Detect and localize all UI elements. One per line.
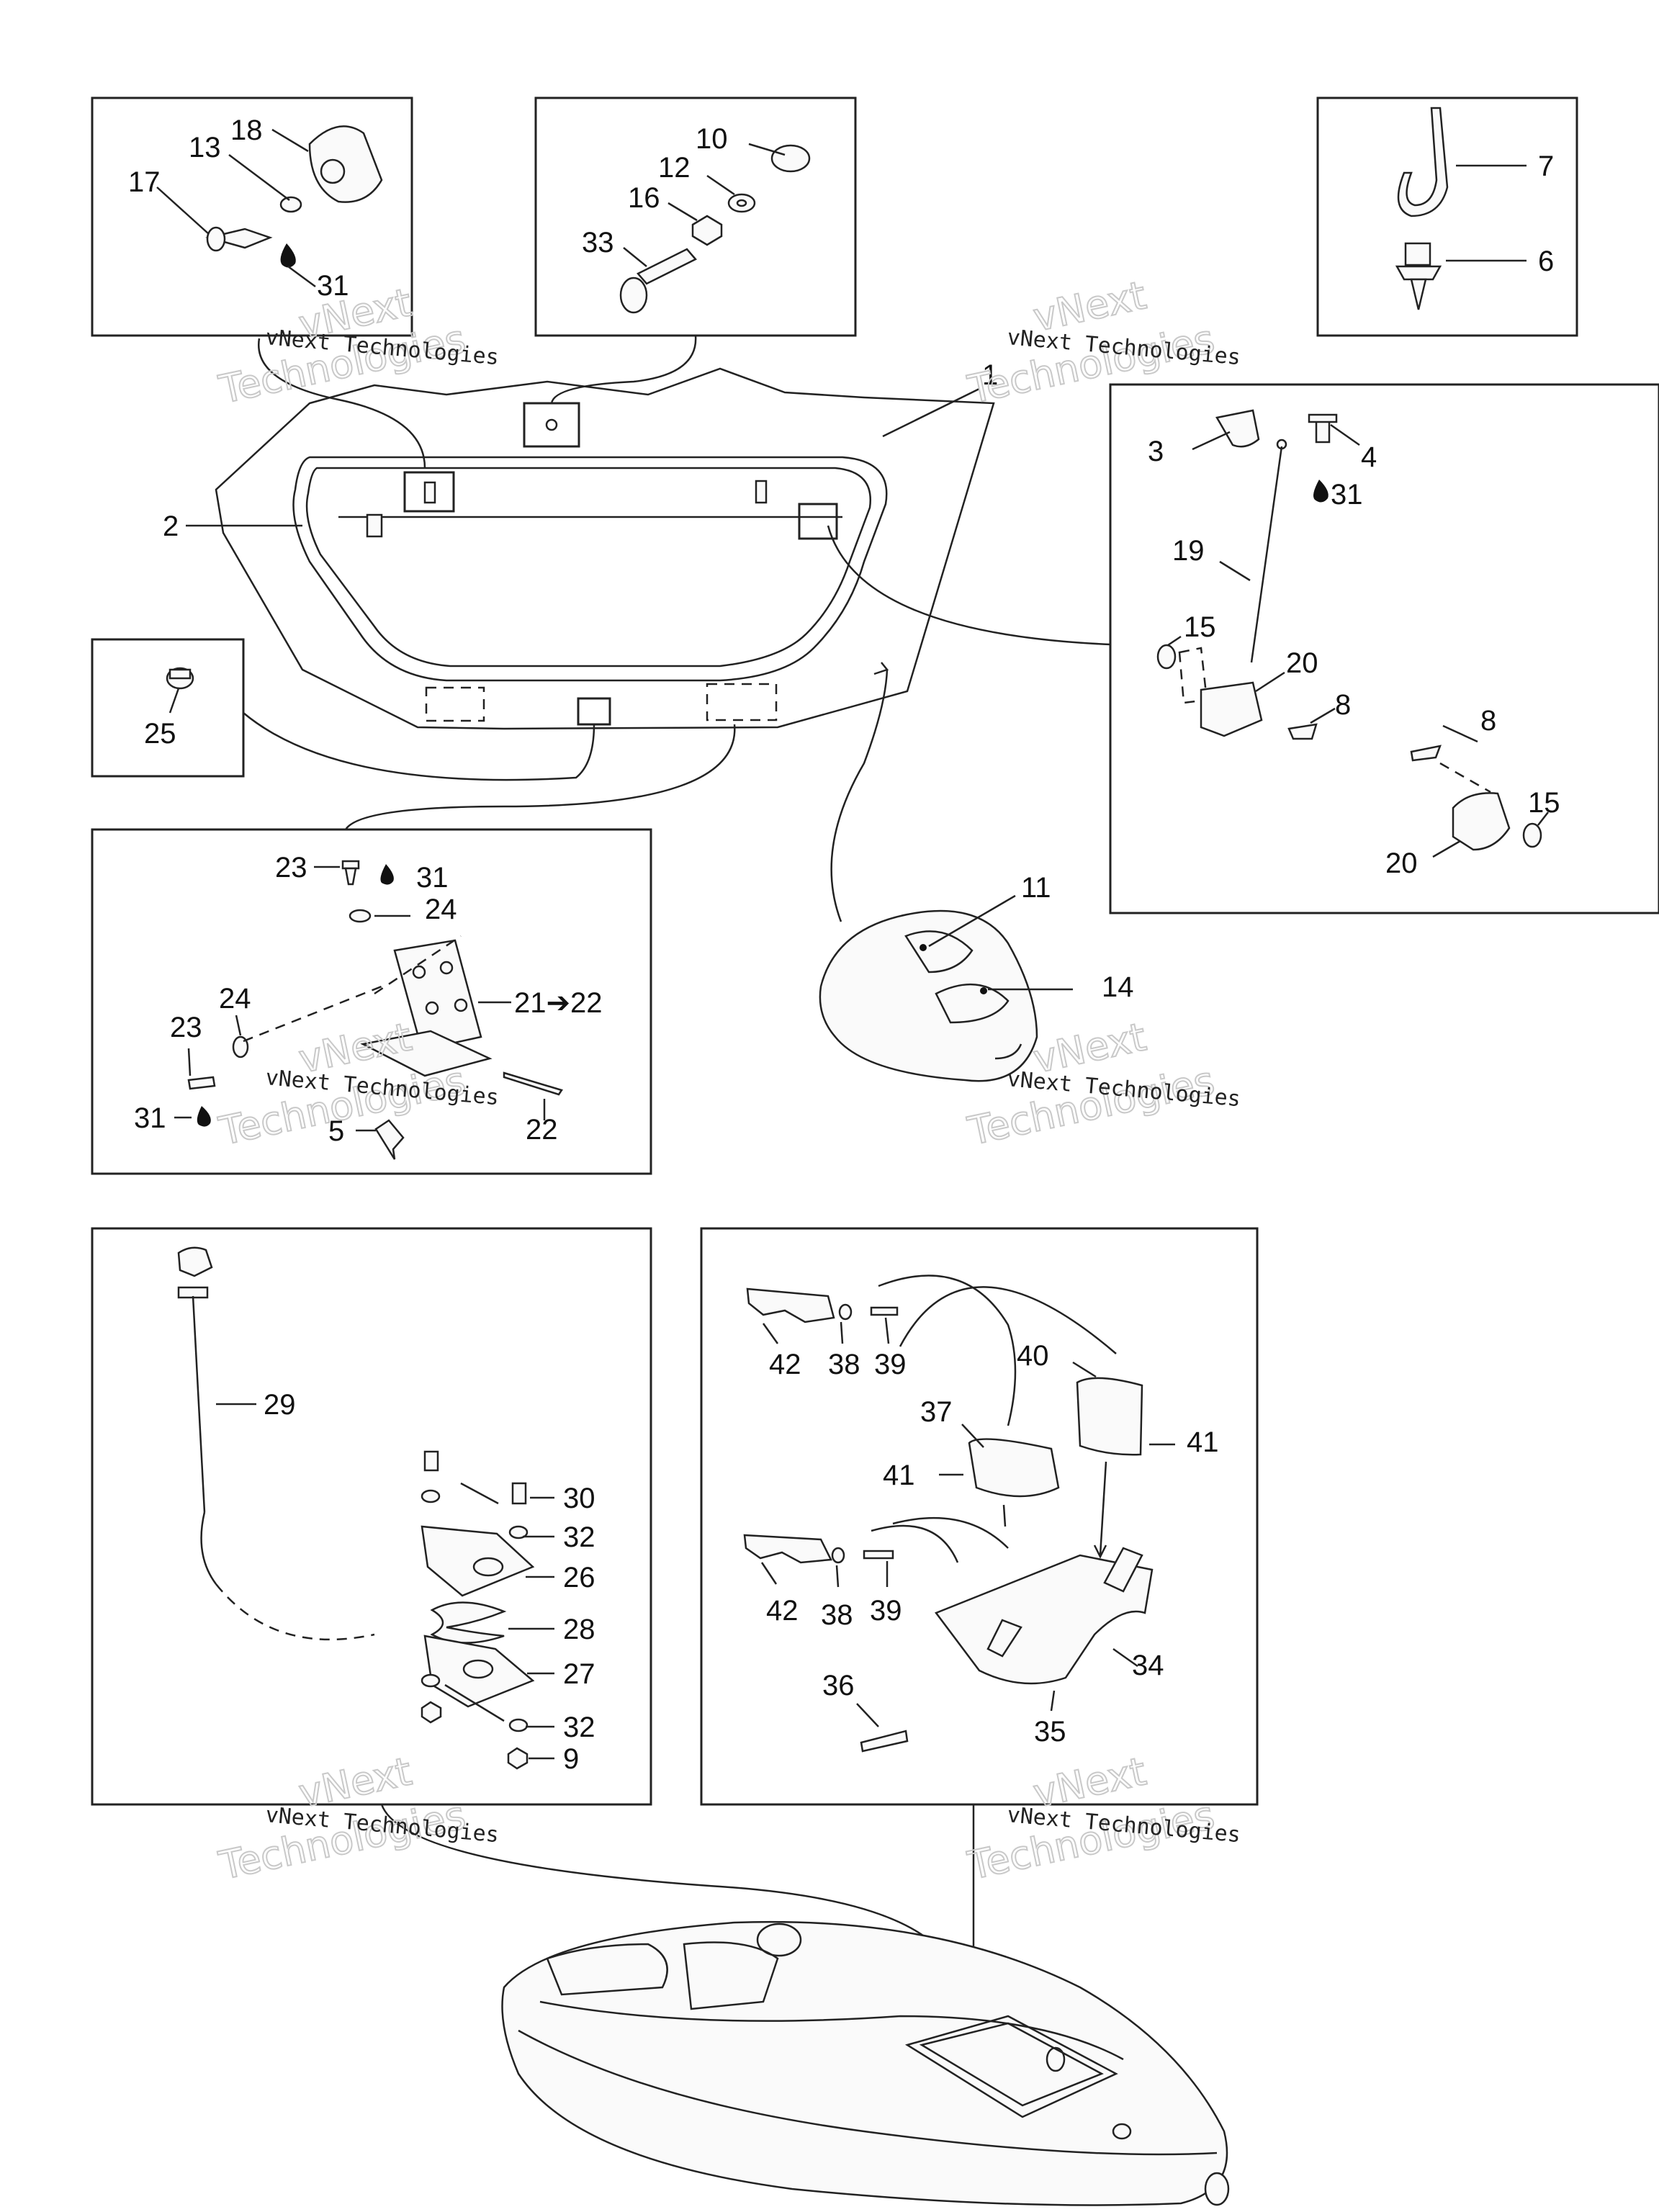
callout-label: 38 bbox=[821, 1599, 853, 1631]
callout-label: 39 bbox=[874, 1349, 907, 1380]
callout-label: 31 bbox=[1331, 479, 1363, 511]
callout-label: 12 bbox=[658, 152, 691, 184]
latch-rod-parts bbox=[177, 1246, 535, 1770]
callout-label: 42 bbox=[766, 1595, 799, 1627]
callout-label: 31 bbox=[134, 1102, 166, 1134]
callout-label: 17 bbox=[128, 166, 161, 198]
callout-label: 7 bbox=[1538, 150, 1554, 182]
callout-label: 32 bbox=[563, 1712, 595, 1743]
bumper-fastener-parts bbox=[619, 144, 811, 314]
callout-label: 38 bbox=[828, 1349, 860, 1380]
callout-label: 11 bbox=[1021, 872, 1051, 904]
callout-label: 23 bbox=[170, 1012, 202, 1043]
callout-label: 5 bbox=[328, 1115, 344, 1147]
gas-spring-parts bbox=[1156, 409, 1542, 851]
callout-label: 16 bbox=[628, 182, 660, 214]
callout-label: 23 bbox=[275, 852, 307, 884]
detail-box-latch-rod bbox=[91, 1227, 652, 1806]
sealant-drop-icon bbox=[280, 243, 296, 268]
plug-part bbox=[166, 667, 194, 690]
sealant-drop-icon bbox=[197, 1106, 211, 1127]
callout-label: 8 bbox=[1335, 689, 1351, 721]
callout-label: 27 bbox=[563, 1658, 595, 1690]
callout-label: 9 bbox=[563, 1743, 579, 1775]
callout-label: 20 bbox=[1385, 848, 1418, 879]
callout-label: 14 bbox=[1102, 971, 1134, 1003]
callout-label: 28 bbox=[563, 1614, 595, 1645]
callout-label: 19 bbox=[1172, 535, 1205, 567]
callout-label: 3 bbox=[1148, 436, 1164, 467]
callout-label: 41 bbox=[883, 1460, 915, 1491]
callout-label: 24 bbox=[425, 894, 457, 925]
callout-label: 40 bbox=[1017, 1340, 1049, 1372]
callout-label: 2 bbox=[163, 511, 179, 542]
callout-label: 20 bbox=[1286, 647, 1318, 679]
detail-box-tie-screw bbox=[1316, 96, 1578, 337]
callout-label: 10 bbox=[696, 123, 728, 155]
callout-label: 15 bbox=[1528, 787, 1560, 819]
detail-box-gas-spring bbox=[1109, 383, 1659, 914]
callout-label: 4 bbox=[1361, 441, 1377, 473]
callout-label: 36 bbox=[822, 1670, 855, 1701]
callout-label: 35 bbox=[1034, 1716, 1066, 1748]
cable-tie-and-screw-parts bbox=[1395, 107, 1449, 310]
callout-label: 30 bbox=[563, 1483, 595, 1514]
sealant-drop-icon bbox=[1313, 480, 1328, 503]
callout-label: 41 bbox=[1187, 1426, 1219, 1458]
latch-hardware-parts bbox=[205, 125, 383, 268]
sealant-drop-icon bbox=[380, 864, 394, 885]
callout-label: 34 bbox=[1132, 1650, 1164, 1681]
callout-label: 24 bbox=[219, 983, 251, 1015]
hood-cover-assembly bbox=[215, 367, 995, 730]
callout-label: 6 bbox=[1538, 246, 1554, 277]
detail-box-plug bbox=[91, 638, 245, 778]
callout-label: 42 bbox=[769, 1349, 801, 1380]
callout-label: 18 bbox=[230, 114, 263, 146]
callout-label: 31 bbox=[416, 862, 449, 894]
callout-label: 1 bbox=[982, 359, 998, 391]
callout-label: 13 bbox=[189, 132, 221, 163]
callout-label: 15 bbox=[1184, 611, 1216, 643]
callout-label: 25 bbox=[144, 718, 176, 750]
callout-label: 8 bbox=[1480, 705, 1496, 737]
callout-label: 29 bbox=[264, 1389, 296, 1421]
callout-label: 31 bbox=[317, 270, 349, 302]
console-cover-part bbox=[819, 909, 1038, 1082]
hinge-parts bbox=[187, 860, 563, 1160]
boat-illustration bbox=[501, 1920, 1230, 2206]
detail-box-hinge bbox=[91, 828, 652, 1175]
callout-label: 33 bbox=[582, 227, 614, 258]
callout-label: 22 bbox=[526, 1114, 558, 1146]
callout-label: 21➔22 bbox=[514, 987, 603, 1019]
callout-label: 37 bbox=[920, 1396, 953, 1428]
detail-box-cup-holders bbox=[700, 1227, 1259, 1806]
callout-label: 26 bbox=[563, 1562, 595, 1593]
callout-label: 32 bbox=[563, 1521, 595, 1553]
cup-holder-parts bbox=[743, 1274, 1154, 1753]
callout-label: 39 bbox=[870, 1595, 902, 1627]
detail-box-latch-hardware bbox=[91, 96, 413, 337]
